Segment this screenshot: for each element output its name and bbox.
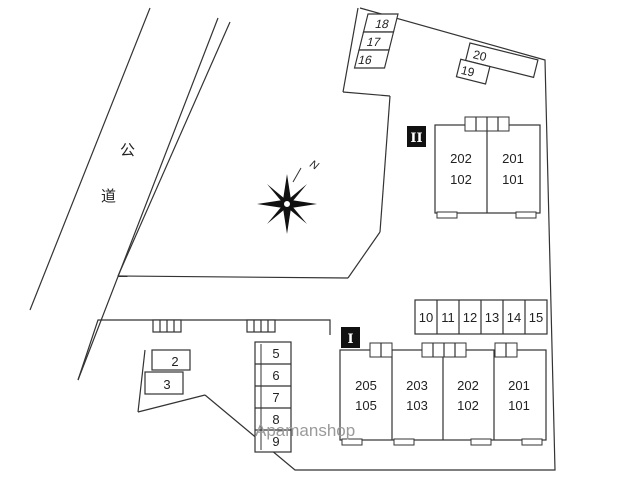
parking-label-2: 2 (171, 354, 178, 369)
parking-label-15: 15 (529, 310, 543, 325)
building-1-badge: I (347, 332, 353, 347)
parking-label-20: 20 (472, 47, 489, 64)
bicycle-rack-icon (246, 319, 276, 333)
parking-group-16-18: 18 17 16 (353, 13, 399, 69)
building-2: II 202 102 201 101 (407, 116, 541, 219)
bicycle-rack-icon (152, 319, 182, 333)
parking-label-10: 10 (419, 310, 433, 325)
parking-label-8: 8 (272, 412, 279, 427)
unit-105-label: 105 (355, 398, 377, 413)
public-road: 公 道 (29, 7, 219, 381)
unit-201-label: 201 (502, 151, 524, 166)
unit-201-label: 201 (508, 378, 530, 393)
unit-101-label: 101 (508, 398, 530, 413)
parking-label-16: 16 (357, 53, 374, 67)
unit-103-label: 103 (406, 398, 428, 413)
building-1: I 205 105 203 103 202 102 201 101 (339, 327, 547, 446)
parking-label-14: 14 (507, 310, 521, 325)
unit-202-label: 202 (450, 151, 472, 166)
building-2-badge: II (410, 131, 422, 146)
parking-label-5: 5 (272, 346, 279, 361)
parking-label-19: 19 (460, 63, 477, 80)
parking-label-12: 12 (463, 310, 477, 325)
parking-label-17: 17 (365, 35, 382, 49)
parking-column-5-9: 5 6 7 8 9 (254, 341, 292, 453)
parking-label-9: 9 (272, 434, 279, 449)
parking-label-7: 7 (272, 390, 279, 405)
unit-202-label: 202 (457, 378, 479, 393)
parking-row-10-15: 10 11 12 13 14 15 (414, 299, 548, 335)
compass-north-label: N (308, 158, 321, 172)
unit-101-label: 101 (502, 172, 524, 187)
unit-102-label: 102 (450, 172, 472, 187)
watermark-apamanshop: Apamanshop (255, 421, 355, 440)
parking-label-18: 18 (374, 17, 391, 31)
parking-group-2-3: 2 3 (144, 349, 191, 395)
parking-label-3: 3 (163, 377, 170, 392)
unit-102-label: 102 (457, 398, 479, 413)
parking-label-6: 6 (272, 368, 279, 383)
parking-label-13: 13 (485, 310, 499, 325)
parking-group-19-20: 20 19 (455, 42, 539, 85)
road-label-char-2: 道 (101, 187, 116, 205)
parking-label-11: 11 (441, 310, 455, 325)
unit-203-label: 203 (406, 378, 428, 393)
compass-north-icon: N (257, 158, 320, 234)
road-label-char-1: 公 (120, 141, 135, 159)
unit-205-label: 205 (355, 378, 377, 393)
